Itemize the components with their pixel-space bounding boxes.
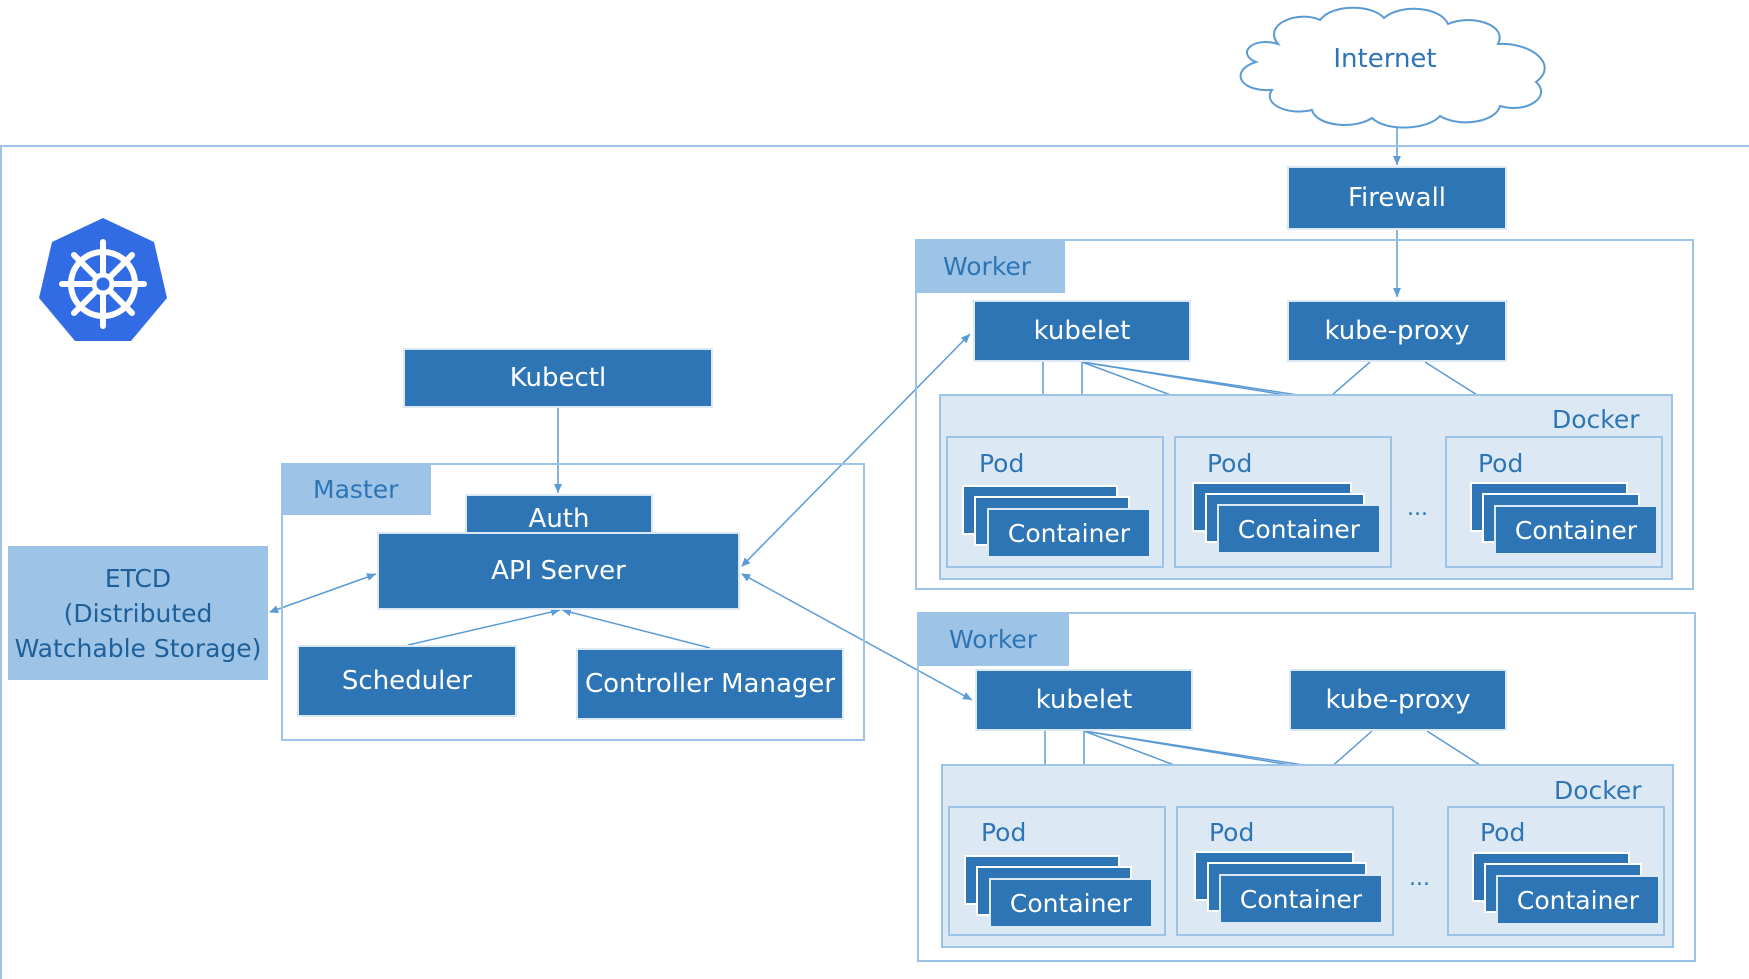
master-tab: Master [281, 463, 431, 515]
container-box: Container [1496, 875, 1660, 925]
pod-label: Pod [1478, 449, 1524, 478]
edge-etcd-api [269, 573, 377, 614]
edge-controller-api [561, 608, 711, 649]
pod-label: Pod [1209, 818, 1255, 847]
kubectl-box: Kubectl [403, 348, 713, 408]
ellipsis: ... [1409, 866, 1430, 891]
docker-label: Docker [1554, 776, 1642, 805]
worker-tab: Worker [915, 239, 1065, 293]
container-box: Container [987, 508, 1151, 558]
cluster-boundary [0, 145, 1749, 979]
edge-scheduler-api [407, 608, 561, 646]
container-box: Container [1217, 504, 1381, 554]
etcd-line1: ETCD [104, 563, 172, 593]
edge-api-kubelet2 [741, 573, 973, 701]
firewall-box: Firewall [1287, 166, 1507, 230]
pod-label: Pod [1207, 449, 1253, 478]
container-box: Container [989, 878, 1153, 928]
scheduler-box: Scheduler [297, 645, 517, 717]
pod-label: Pod [979, 449, 1025, 478]
container-box: Container [1494, 505, 1658, 555]
api-server-box: API Server [377, 532, 740, 610]
worker-tab: Worker [917, 612, 1069, 666]
kube-proxy-box: kube-proxy [1289, 669, 1507, 731]
pod-label: Pod [1480, 818, 1526, 847]
pod-label: Pod [981, 818, 1027, 847]
etcd-line3: Watchable Storage) [14, 633, 262, 663]
kubelet-box: kubelet [973, 300, 1191, 362]
kube-proxy-box: kube-proxy [1287, 300, 1507, 362]
kubernetes-logo-icon [39, 218, 167, 341]
worker-frame [917, 612, 1696, 962]
edge-api-kubelet1 [741, 333, 971, 567]
container-box: Container [1219, 874, 1383, 924]
controller-manager-box: Controller Manager [576, 648, 844, 720]
ellipsis: ... [1407, 496, 1428, 521]
etcd-line2: (Distributed [63, 598, 213, 628]
worker-frame [915, 239, 1694, 590]
docker-label: Docker [1552, 405, 1640, 434]
internet-label: Internet [1333, 44, 1437, 74]
kubelet-box: kubelet [975, 669, 1193, 731]
etcd-box: ETCD (Distributed Watchable Storage) [8, 546, 268, 680]
master-frame [281, 463, 865, 741]
